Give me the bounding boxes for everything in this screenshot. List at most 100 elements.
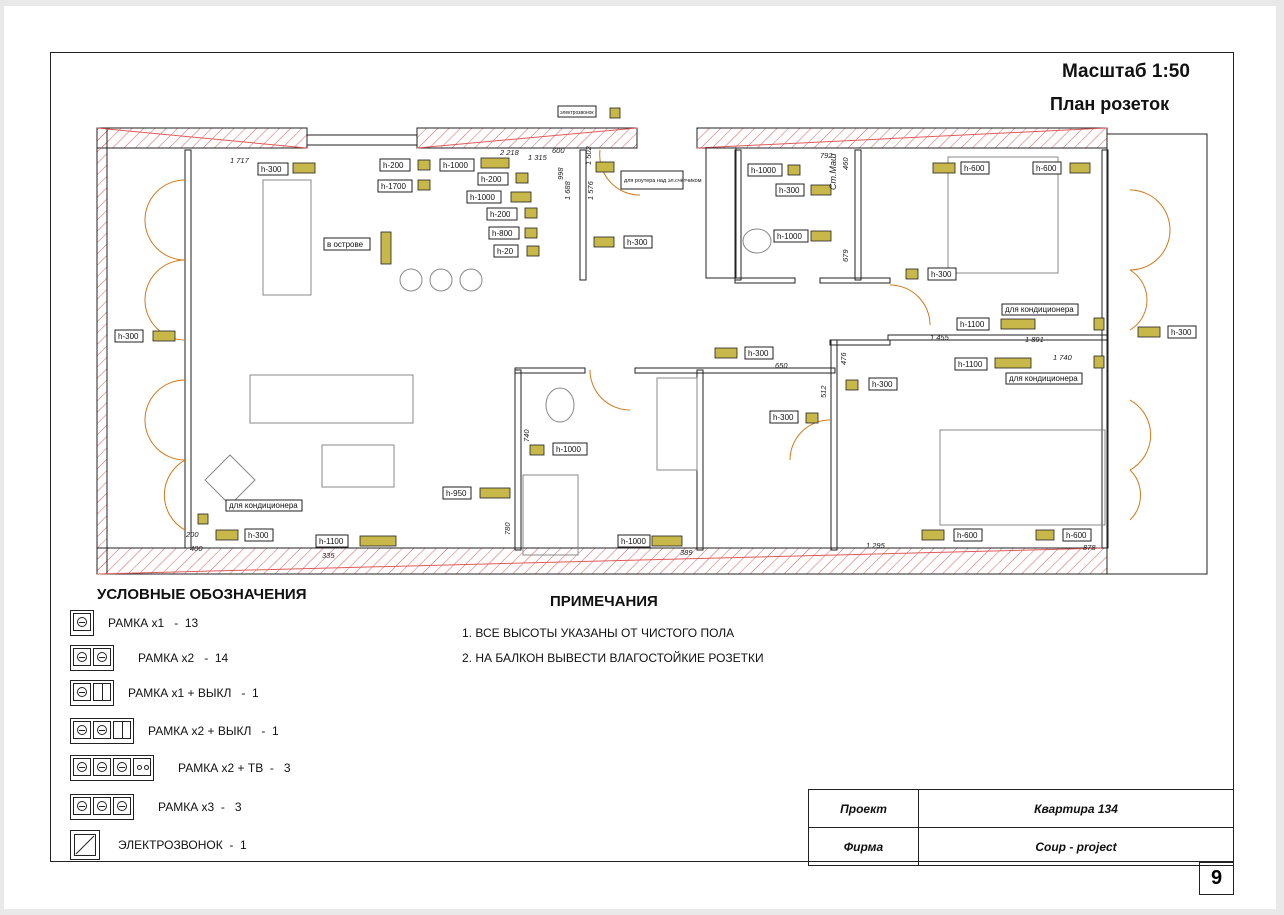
svg-text:h-300: h-300 <box>773 413 794 422</box>
svg-text:679: 679 <box>841 249 850 262</box>
svg-text:878: 878 <box>1083 543 1096 552</box>
legend-item: РАМКА х2 - 14 <box>70 643 228 673</box>
svg-text:1 502: 1 502 <box>584 145 593 165</box>
svg-text:740: 740 <box>522 429 531 442</box>
tag: для кондиционера <box>1001 303 1079 316</box>
page-number: 9 <box>1199 862 1234 895</box>
interior-walls <box>184 147 1109 551</box>
svg-text:h-200: h-200 <box>481 175 502 184</box>
dimension-labels: 1 717 2 218 1 315 600 1 576 1 688 998 1 … <box>185 145 1096 560</box>
svg-text:h-1700: h-1700 <box>381 182 406 191</box>
svg-text:h-1000: h-1000 <box>777 232 802 241</box>
legend-label: РАМКА х1 + ВЫКЛ - 1 <box>128 686 259 700</box>
tag: h-200 <box>477 172 509 186</box>
svg-text:h-300: h-300 <box>872 380 893 389</box>
tag: h-300 <box>244 528 274 542</box>
svg-text:h-300: h-300 <box>627 238 648 247</box>
legend-title: УСЛОВНЫЕ ОБОЗНАЧЕНИЯ <box>97 586 307 603</box>
tag: h-300 <box>868 377 898 391</box>
svg-text:h-1000: h-1000 <box>621 537 646 546</box>
svg-text:1 295: 1 295 <box>866 541 886 550</box>
svg-text:в острове: в острове <box>327 240 364 249</box>
tag: h-200 <box>486 207 518 221</box>
svg-text:h-1000: h-1000 <box>443 161 468 170</box>
legend-item: РАМКА х2 + ВЫКЛ - 1 <box>70 716 279 746</box>
legend-item: ЭЛЕКТРОЗВОНОК - 1 <box>70 830 247 860</box>
project-label: Проект <box>808 789 919 828</box>
firm-value: Coup - project <box>918 827 1234 866</box>
svg-text:h-600: h-600 <box>964 164 985 173</box>
svg-text:1 315: 1 315 <box>528 153 548 162</box>
tag: в острове <box>323 237 371 251</box>
tag: h-300 <box>623 235 653 249</box>
svg-text:400: 400 <box>190 544 203 553</box>
legend-label: РАМКА х2 - 14 <box>138 651 229 665</box>
tag: h-1100 <box>315 534 349 548</box>
svg-text:h-300: h-300 <box>118 332 139 341</box>
single-socket-icon <box>70 610 94 636</box>
tag: для роутера над эл.счётчиком <box>620 170 702 190</box>
tag: h-300 <box>775 183 805 197</box>
paper-page <box>4 6 1276 909</box>
notes-title: ПРИМЕЧАНИЯ <box>550 593 658 610</box>
tag: h-1000 <box>773 229 809 243</box>
svg-text:1 891: 1 891 <box>1025 335 1044 344</box>
svg-text:792: 792 <box>820 151 833 160</box>
svg-text:1 688: 1 688 <box>563 180 572 200</box>
tag: h-1000 <box>466 190 502 204</box>
svg-text:512: 512 <box>819 385 828 398</box>
legend-label: РАМКА х3 - 3 <box>158 800 242 814</box>
doorbell-glyph <box>74 834 96 856</box>
legend-item: РАМКА х1 + ВЫКЛ - 1 <box>70 678 259 708</box>
exterior-walls <box>96 127 1208 575</box>
triple-socket-icon <box>70 794 134 820</box>
plan-title: План розеток <box>1050 94 1170 114</box>
tag: h-950 <box>442 486 472 500</box>
svg-text:h-300: h-300 <box>931 270 952 279</box>
tag: h-300 <box>1167 325 1197 339</box>
tag: h-20 <box>493 244 519 258</box>
legend-label: ЭЛЕКТРОЗВОНОК - 1 <box>118 838 247 852</box>
svg-text:h-200: h-200 <box>490 210 511 219</box>
legend-label: РАМКА х1 - 13 <box>108 616 199 630</box>
svg-text:для кондиционера: для кондиционера <box>1009 374 1078 383</box>
height-tags: h-300 h-200 h-1000 h-1700 h-200 h-1000 h… <box>114 105 1197 548</box>
legend-label: РАМКА х2 + ТВ - 3 <box>178 761 291 775</box>
tag: h-1000 <box>617 534 651 548</box>
svg-text:460: 460 <box>841 157 850 170</box>
svg-text:h-1000: h-1000 <box>751 166 776 175</box>
svg-text:h-200: h-200 <box>383 161 404 170</box>
tag: h-1000 <box>552 442 588 456</box>
doorbell-icon <box>70 830 100 860</box>
tag: h-1000 <box>439 158 475 172</box>
windows <box>144 149 1171 531</box>
tag: h-1700 <box>377 179 413 193</box>
svg-text:h-300: h-300 <box>1171 328 1192 337</box>
double-socket-switch-icon <box>70 718 134 744</box>
tag: h-300 <box>257 162 289 176</box>
svg-text:h-300: h-300 <box>248 531 269 540</box>
tag: h-1000 <box>747 163 783 177</box>
svg-text:h-800: h-800 <box>492 229 513 238</box>
svg-text:650: 650 <box>775 361 788 370</box>
project-value: Квартира 134 <box>918 789 1234 828</box>
scale-title: Масштаб 1:50 <box>1062 61 1190 82</box>
tag: h-200 <box>379 158 411 172</box>
svg-text:для кондиционера: для кондиционера <box>229 501 298 510</box>
svg-text:h-600: h-600 <box>1036 164 1057 173</box>
svg-text:476: 476 <box>839 352 848 365</box>
svg-text:h-600: h-600 <box>957 531 978 540</box>
svg-text:h-1100: h-1100 <box>958 360 983 369</box>
tag: h-300 <box>744 346 774 360</box>
svg-text:h-1000: h-1000 <box>470 193 495 202</box>
svg-text:h-300: h-300 <box>261 165 282 174</box>
svg-text:для роутера над эл.счётчиком: для роутера над эл.счётчиком <box>624 178 702 184</box>
svg-text:h-300: h-300 <box>779 186 800 195</box>
double-socket-icon <box>70 645 114 671</box>
tag: h-300 <box>927 267 957 281</box>
svg-text:h-300: h-300 <box>748 349 769 358</box>
svg-text:h-20: h-20 <box>497 247 514 256</box>
svg-text:2 218: 2 218 <box>499 148 520 157</box>
